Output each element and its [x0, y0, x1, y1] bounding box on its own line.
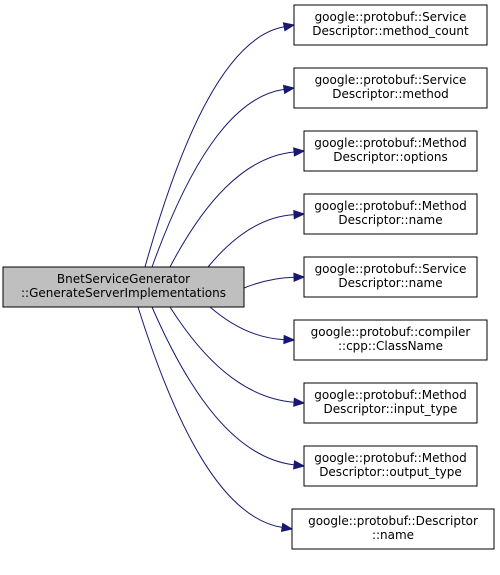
edge-root-to-md-output-type — [151, 306, 306, 470]
node-md-options[interactable]: google::protobuf::MethodDescriptor::opti… — [303, 130, 478, 172]
node-md-input-type-label-line-1: google::protobuf::Method — [314, 388, 467, 402]
edge-root-to-sd-method — [151, 84, 296, 268]
edge-line-md-output-type — [151, 306, 295, 466]
edge-line-cpp-classname — [209, 306, 285, 341]
node-sd-name-box — [303, 256, 478, 298]
node-md-output-type[interactable]: google::protobuf::MethodDescriptor::outp… — [303, 445, 478, 487]
edge-root-to-sd-method-count — [144, 22, 296, 268]
node-md-name-box — [303, 193, 478, 235]
node-sd-method-label-line-2: Descriptor::method — [332, 87, 449, 101]
node-md-name-label-line-2: Descriptor::name — [338, 213, 442, 227]
node-sd-method-count-label-line-1: google::protobuf::Service — [315, 10, 467, 24]
edge-line-md-input-type — [169, 306, 295, 403]
edge-arrowhead-sd-method-count — [282, 22, 296, 32]
node-md-name-label-line-1: google::protobuf::Method — [314, 199, 467, 213]
edge-arrowhead-md-input-type — [293, 397, 306, 407]
node-cpp-classname-box — [293, 319, 488, 361]
node-d-name-label-line-1: google::protobuf::Descriptor — [308, 514, 478, 528]
edge-arrowhead-cpp-classname — [283, 334, 296, 345]
node-md-output-type-box — [303, 445, 478, 487]
node-root[interactable]: BnetServiceGenerator::GenerateServerImpl… — [2, 266, 245, 308]
edge-root-to-sd-name — [243, 272, 306, 289]
edge-arrowhead-sd-name — [293, 272, 306, 282]
edge-root-to-d-name — [137, 306, 294, 533]
node-cpp-classname-label-line-2: ::cpp::ClassName — [338, 339, 443, 353]
node-d-name-box — [291, 508, 495, 550]
node-sd-method-count-box — [293, 4, 488, 46]
edge-arrowhead-md-output-type — [293, 460, 306, 470]
node-sd-method[interactable]: google::protobuf::ServiceDescriptor::met… — [293, 67, 488, 109]
edge-arrowhead-md-name — [293, 209, 306, 220]
edge-line-d-name — [137, 306, 283, 528]
edge-line-sd-method-count — [144, 26, 285, 268]
node-sd-name[interactable]: google::protobuf::ServiceDescriptor::nam… — [303, 256, 478, 298]
node-sd-name-label-line-1: google::protobuf::Service — [315, 262, 467, 276]
edge-arrowhead-sd-method — [282, 84, 296, 95]
node-md-output-type-label-line-1: google::protobuf::Method — [314, 451, 467, 465]
node-md-input-type[interactable]: google::protobuf::MethodDescriptor::inpu… — [303, 382, 478, 424]
edge-root-to-md-options — [169, 147, 306, 268]
node-root-label-line-1: BnetServiceGenerator — [57, 272, 190, 286]
node-sd-name-label-line-2: Descriptor::name — [338, 276, 442, 290]
edge-root-to-cpp-classname — [209, 306, 296, 345]
node-d-name-label-line-2: ::name — [372, 528, 414, 542]
edge-line-sd-method — [151, 88, 285, 268]
node-md-options-box — [303, 130, 478, 172]
node-root-label-line-2: ::GenerateServerImplementations — [21, 286, 226, 300]
node-d-name[interactable]: google::protobuf::Descriptor::name — [291, 508, 495, 550]
edge-arrowhead-d-name — [280, 522, 294, 533]
edge-line-md-name — [207, 214, 295, 268]
edge-arrowhead-md-options — [293, 147, 306, 157]
edge-root-to-md-name — [207, 209, 306, 268]
edge-line-md-options — [169, 151, 295, 268]
edge-root-to-md-input-type — [169, 306, 306, 407]
node-md-output-type-label-line-2: Descriptor::output_type — [319, 465, 462, 479]
node-sd-method-box — [293, 67, 488, 109]
node-sd-method-count-label-line-2: Descriptor::method_count — [312, 24, 469, 38]
node-md-options-label-line-2: Descriptor::options — [333, 150, 447, 164]
node-sd-method-label-line-1: google::protobuf::Service — [315, 73, 467, 87]
edge-line-sd-name — [243, 276, 295, 289]
node-sd-method-count[interactable]: google::protobuf::ServiceDescriptor::met… — [293, 4, 488, 46]
node-md-input-type-box — [303, 382, 478, 424]
node-cpp-classname[interactable]: google::protobuf::compiler::cpp::ClassNa… — [293, 319, 488, 361]
node-root-box — [2, 266, 245, 308]
node-md-options-label-line-1: google::protobuf::Method — [314, 136, 467, 150]
node-md-input-type-label-line-2: Descriptor::input_type — [324, 402, 458, 416]
node-cpp-classname-label-line-1: google::protobuf::compiler — [311, 325, 471, 339]
